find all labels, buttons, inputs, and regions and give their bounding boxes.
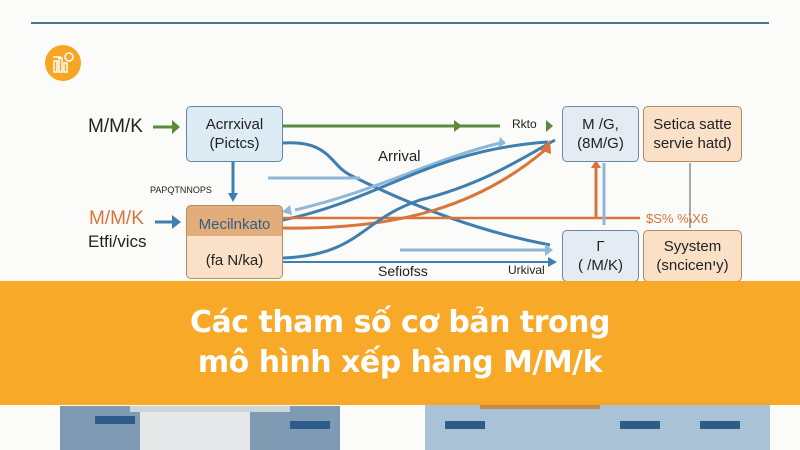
box-line: M /G, [582, 116, 619, 133]
box-mmk: Γ ( /M/K) [562, 230, 639, 282]
box-line: Syystem [663, 238, 722, 255]
banner-title-line2: mô hình xếp hàng M/M/k [197, 345, 603, 380]
edge-label-arrival: Arrival [378, 148, 421, 165]
office-illustration [60, 401, 770, 450]
logo-icon [45, 45, 81, 81]
box-line: Mecilnkato [198, 215, 271, 233]
box-line: Γ [596, 238, 605, 255]
box-line: (sncicenיy) [656, 257, 729, 274]
box-arrival: Acrrxival (Pictcs) [186, 106, 283, 162]
label-mmk-orange: M/M/K [89, 208, 144, 229]
edge-label-percent: $S% %\X6 [646, 211, 709, 226]
box-system: Syystem (sncicenיy) [643, 230, 742, 282]
box-mg: M /G, (8M/G) [562, 106, 639, 162]
box-line: (Pictcs) [209, 135, 260, 152]
box-line: Setica satte [653, 116, 732, 133]
banner-title-line1: Các tham số cơ bản trong [190, 305, 610, 340]
edge-label-rate: Rkto [512, 117, 537, 131]
edge-label-urkival: Urkival [508, 263, 545, 277]
label-parameters: PAPQTNNOPS [150, 185, 212, 195]
top-divider [31, 22, 769, 24]
label-metrics: Etfi/vics [88, 232, 147, 251]
box-line: Acrrxival [205, 116, 264, 133]
box-line: (8M/G) [577, 135, 624, 152]
box-line: ( /M/K) [578, 257, 623, 274]
label-mmk: M/M/K [88, 116, 143, 137]
box-line: servie hatd) [653, 135, 732, 152]
box-line: (fa N/ka) [205, 251, 264, 269]
title-banner: Các tham số cơ bản trong mô hình xếp hàn… [0, 281, 800, 405]
box-mediator: Mecilnkato (fa N/ka) [186, 205, 283, 279]
box-service-rate: Setica satte servie hatd) [643, 106, 742, 162]
edge-label-series: Sefiofss [378, 263, 428, 279]
